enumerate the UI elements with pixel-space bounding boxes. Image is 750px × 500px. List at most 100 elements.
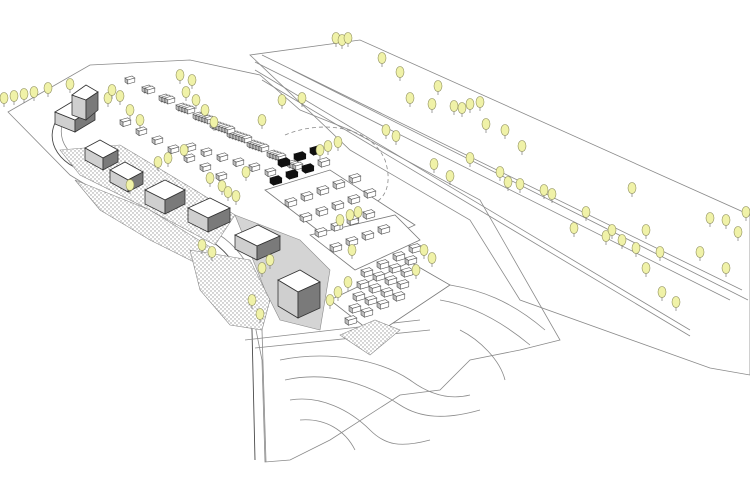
house-unit <box>363 188 377 199</box>
house-unit <box>352 291 366 302</box>
tree-icon <box>205 172 215 187</box>
tree-icon <box>449 100 459 115</box>
tree-icon <box>500 124 510 139</box>
house-unit <box>331 200 345 211</box>
tree-icon <box>207 246 217 261</box>
tree-icon <box>427 98 437 113</box>
tree-icon <box>569 222 579 237</box>
tree-icon <box>411 264 421 279</box>
house-unit <box>408 243 422 254</box>
tree-icon <box>65 78 75 93</box>
house-unit <box>299 212 313 223</box>
tree-icon <box>433 80 443 95</box>
tree-icon <box>191 94 201 109</box>
block-d <box>144 179 186 215</box>
house-unit <box>200 147 213 158</box>
house-unit <box>119 117 132 128</box>
lower-housing-cluster <box>344 243 422 326</box>
block-b <box>84 139 119 171</box>
house-unit <box>315 206 329 217</box>
tower-block-a <box>54 84 99 133</box>
tree-icon <box>539 184 549 199</box>
house-unit <box>376 259 390 270</box>
tree-icon <box>457 102 467 117</box>
house-unit <box>368 283 382 294</box>
tree-icon <box>581 206 591 221</box>
tree-icon <box>255 308 265 323</box>
house-unit <box>277 157 291 168</box>
tree-icon <box>705 212 715 227</box>
tree-icon <box>153 156 163 171</box>
tree-icon <box>125 179 135 194</box>
lower-terrace-site <box>329 261 451 356</box>
tree-icon <box>197 239 207 254</box>
house-unit <box>329 242 343 253</box>
house-unit <box>284 197 298 208</box>
house-unit <box>285 169 299 180</box>
house-unit <box>301 163 315 174</box>
tree-icon <box>107 84 117 99</box>
house-unit <box>316 185 330 196</box>
house-unit <box>241 134 253 144</box>
tree-icon <box>353 206 363 221</box>
tree-icon <box>547 188 557 203</box>
house-unit <box>216 152 229 163</box>
house-unit <box>293 151 307 162</box>
house-unit <box>215 171 228 182</box>
house-unit <box>377 224 391 235</box>
tree-icon <box>427 252 437 267</box>
tree-icon <box>163 152 173 167</box>
tree-icon <box>347 244 357 259</box>
tree-icon <box>741 206 750 221</box>
tree-icon <box>445 170 455 185</box>
house-unit <box>167 144 180 155</box>
tree-icon <box>607 224 617 239</box>
house-unit <box>392 291 406 302</box>
tree-icon <box>0 92 9 107</box>
tree-icon <box>325 294 335 309</box>
tree-icon <box>345 209 355 224</box>
house-unit <box>388 263 402 274</box>
tree-icon <box>465 152 475 167</box>
house-unit <box>151 135 164 146</box>
house-unit <box>376 299 390 310</box>
tree-icon <box>333 286 343 301</box>
house-unit <box>332 179 346 190</box>
block-f <box>234 224 281 261</box>
house-unit <box>361 230 375 241</box>
house-unit <box>269 175 283 186</box>
tree-icon <box>381 124 391 139</box>
tree-icon <box>135 114 145 129</box>
tree-icon <box>217 180 227 195</box>
tree-icon <box>257 262 267 277</box>
tree-icon <box>241 166 251 181</box>
tree-icon <box>641 262 651 277</box>
tree-icon <box>405 92 415 107</box>
tree-icon <box>517 140 527 155</box>
tree-icon <box>655 246 665 261</box>
tree-icon <box>377 52 387 67</box>
tree-icon <box>323 140 333 155</box>
tree-icon <box>335 214 345 229</box>
house-unit <box>348 303 362 314</box>
tree-icon <box>175 69 185 84</box>
house-unit <box>360 267 374 278</box>
house-unit <box>232 157 245 168</box>
house-unit <box>124 75 136 85</box>
house-unit <box>384 275 398 286</box>
tree-icon <box>181 86 191 101</box>
house-unit <box>392 251 406 262</box>
house-unit <box>184 105 196 115</box>
tree-icon <box>43 82 53 97</box>
tree-icon <box>481 118 491 133</box>
tree-icon <box>391 130 401 145</box>
tree-icon <box>209 116 219 131</box>
house-unit <box>314 227 328 238</box>
lower-terrain-contours <box>279 284 546 451</box>
house-unit <box>347 194 361 205</box>
tree-icon <box>29 86 39 101</box>
upper-housing-rows <box>119 75 304 182</box>
house-unit <box>344 315 358 326</box>
tree-icon <box>733 226 743 241</box>
house-unit <box>317 157 331 168</box>
